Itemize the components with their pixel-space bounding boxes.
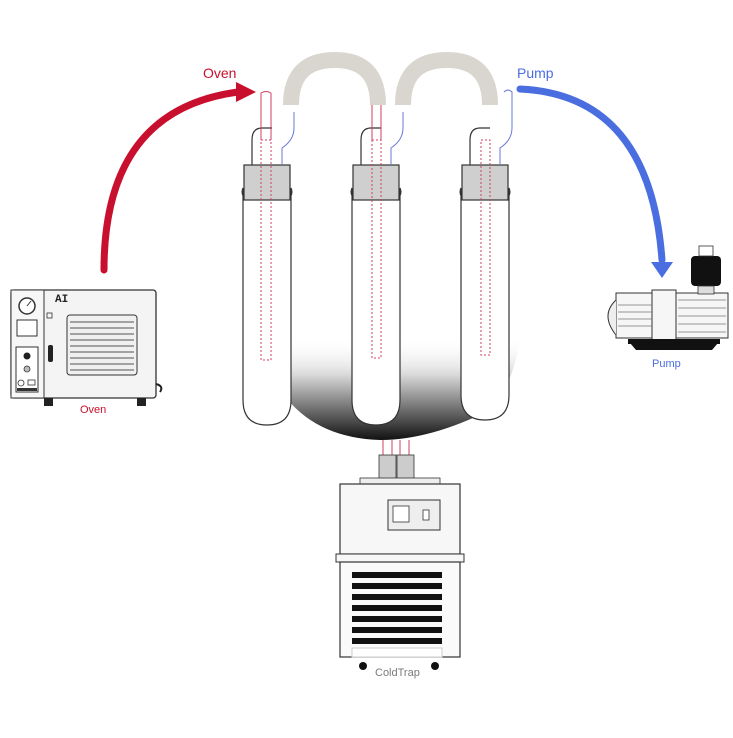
pump-device-label: Pump [652, 358, 681, 370]
pump-flow-arrow [516, 85, 666, 264]
oven-arrow-label: Oven [203, 65, 237, 81]
vacuum-oven-icon [10, 289, 163, 406]
trap-2 [350, 93, 404, 426]
coldtrap-device-label: ColdTrap [375, 667, 420, 679]
connecting-tubing-1 [283, 51, 386, 106]
pump-arrow-label: Pump [517, 65, 554, 81]
trap-3 [459, 89, 513, 421]
oven-flow-arrow [100, 88, 242, 274]
oven-device-label: Oven [80, 404, 107, 416]
oven-ai-brand: AI [55, 294, 69, 306]
chiller-icon [335, 440, 465, 670]
ground-glass-joint [352, 164, 400, 201]
inner-tube [371, 139, 382, 359]
connecting-tubing-2 [395, 51, 498, 106]
trap-1 [241, 91, 295, 426]
oven-arrowhead-icon [236, 82, 256, 102]
vacuum-pump-icon [607, 245, 729, 350]
pump-arrowhead-icon [651, 262, 673, 278]
inner-tube [260, 139, 272, 361]
ground-glass-joint [461, 164, 509, 201]
ground-glass-joint [243, 164, 291, 201]
inner-tube [480, 139, 491, 356]
